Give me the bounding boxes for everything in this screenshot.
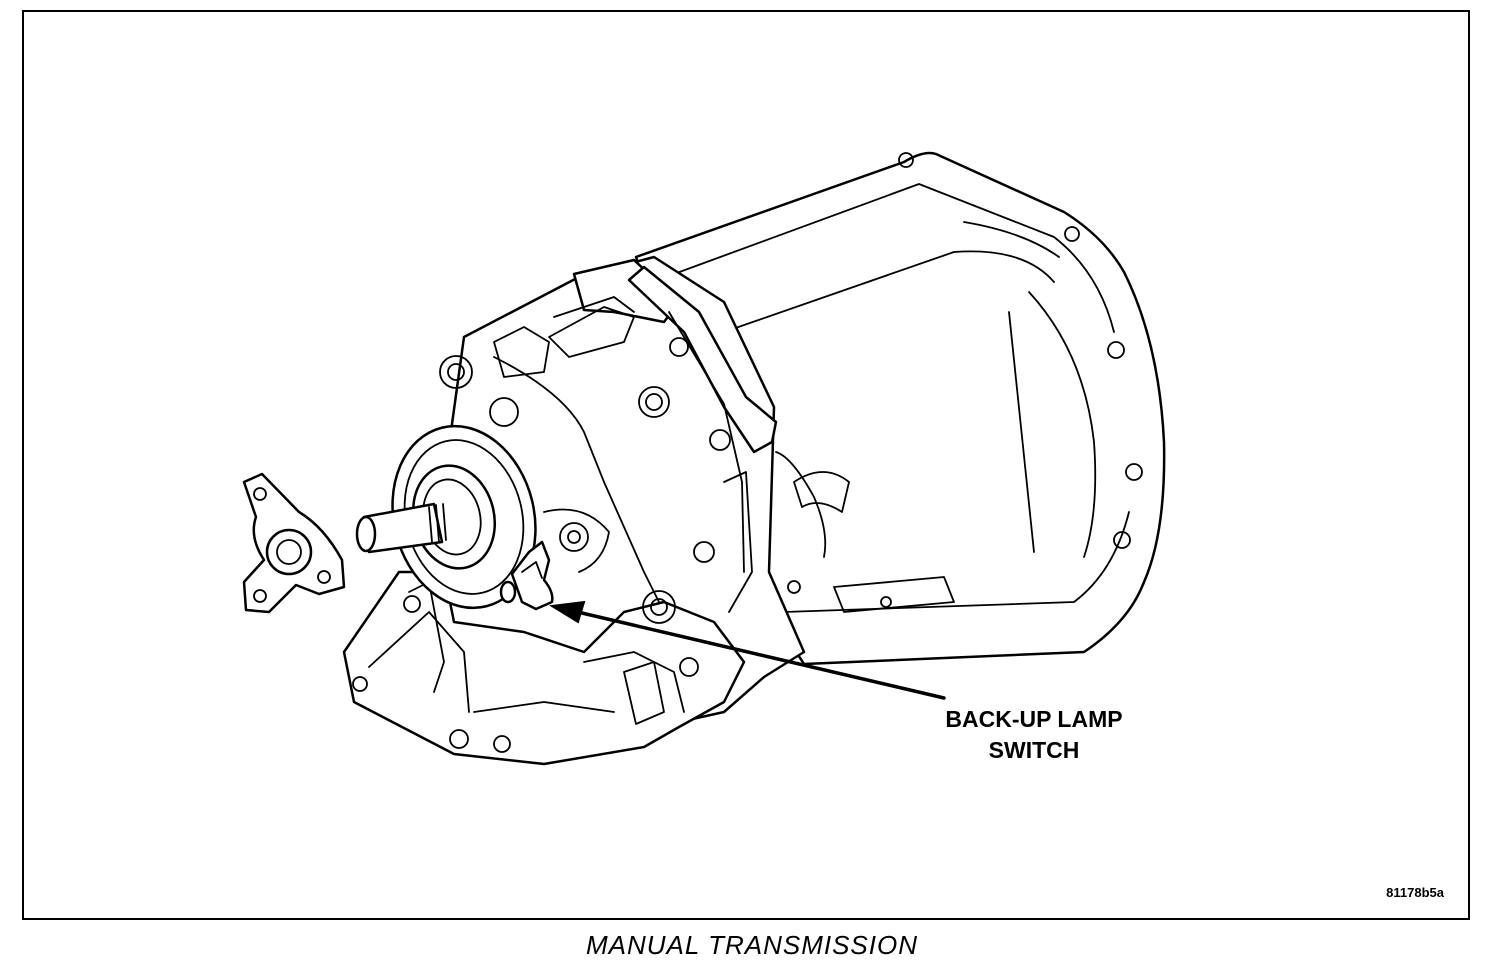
transmission-drawing: [242, 151, 1166, 766]
callout-line-1: BACK-UP LAMP: [945, 706, 1123, 732]
callout-line-2: SWITCH: [988, 737, 1080, 763]
output-shaft-icon: [355, 424, 537, 610]
back-up-lamp-switch-label: BACK-UP LAMP SWITCH: [904, 704, 1164, 766]
figure-caption: MANUAL TRANSMISSION: [585, 930, 918, 960]
figure-frame: BACK-UP LAMP SWITCH 81178b5a: [22, 10, 1470, 920]
extension-housing-icon: [342, 570, 746, 766]
companion-flange-icon: [242, 472, 346, 614]
leader-arrow-icon: [549, 600, 946, 700]
back-up-lamp-switch-icon: [499, 540, 554, 611]
figure-id: 81178b5a: [1386, 885, 1444, 900]
